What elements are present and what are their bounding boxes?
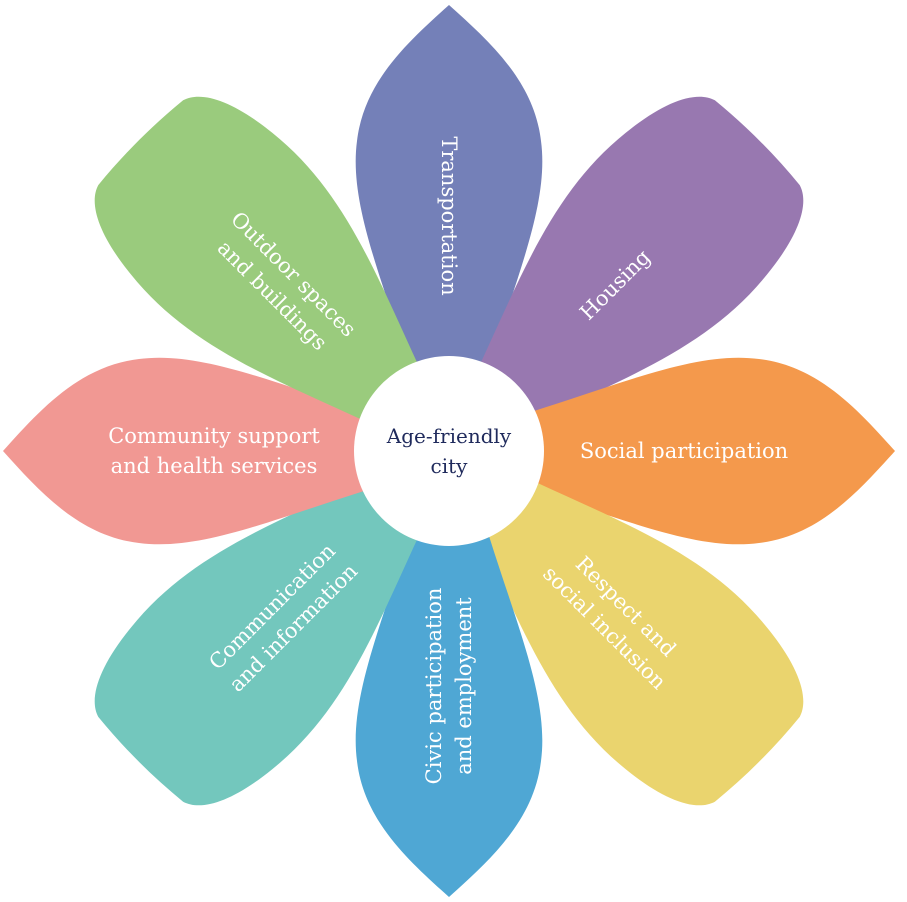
petals-layer: [3, 5, 895, 897]
petal-label-community-support-health: Community support and health services: [108, 424, 320, 478]
petal-label-line: Social participation: [580, 439, 788, 463]
center-circle: [354, 356, 544, 546]
petal-label-transportation: Transportation: [437, 136, 461, 295]
petal-civic-participation-employment: [355, 536, 543, 897]
petal-label-line: Civic participation: [422, 588, 446, 785]
petal-label-line: Transportation: [437, 136, 461, 295]
petal-label-line: Community support: [108, 424, 320, 448]
petal-label-social-participation: Social participation: [580, 439, 788, 463]
petal-social-participation: [534, 357, 895, 545]
petal-community-support-health: [3, 357, 364, 545]
petal-communication-information: [94, 482, 418, 806]
petal-label-line: and employment: [452, 597, 476, 775]
center-label-line: city: [431, 454, 469, 478]
center-label: Age-friendly city: [386, 424, 512, 478]
petal-outdoor-spaces-buildings: [94, 96, 418, 420]
petal-transportation: [355, 5, 543, 366]
petal-housing: [480, 96, 804, 420]
petal-respect-social-inclusion: [480, 482, 804, 806]
petal-label-line: and health services: [111, 454, 318, 478]
center-label-line: Age-friendly: [386, 424, 512, 448]
